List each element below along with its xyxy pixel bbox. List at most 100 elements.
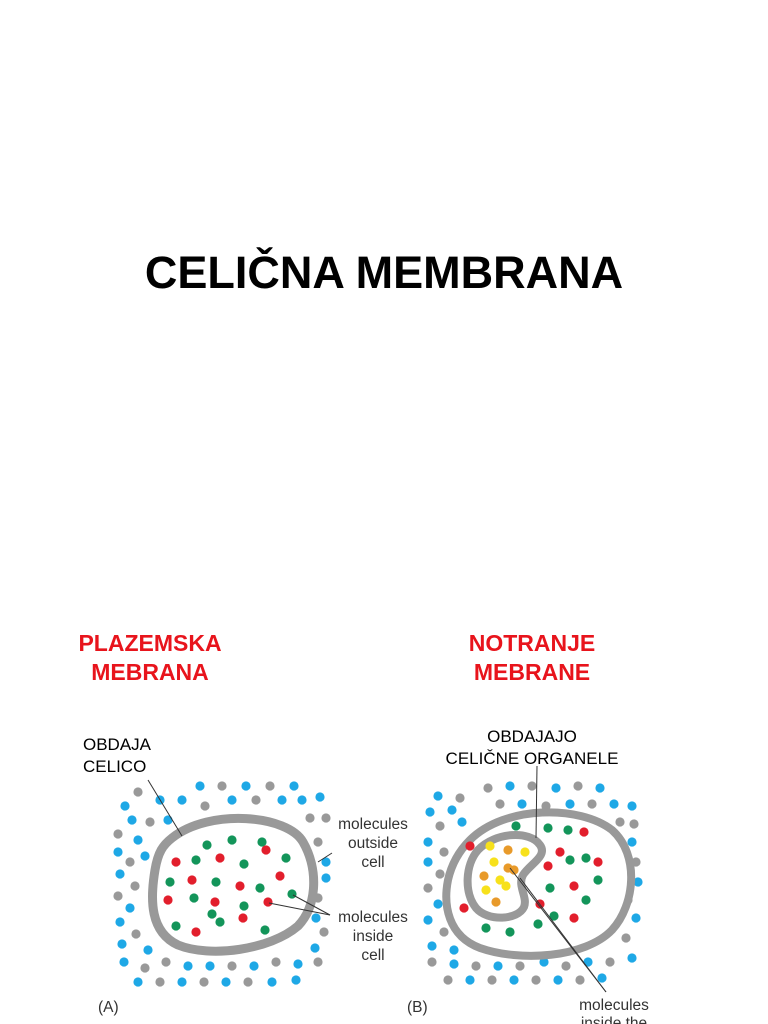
inside-molecule [191, 855, 201, 865]
outside-molecule [531, 975, 541, 985]
inside-the-label-line2: inside the [581, 1015, 647, 1024]
outside-molecule [265, 781, 275, 791]
panel-letter-a: (A) [98, 999, 119, 1016]
outside-molecule [125, 903, 135, 913]
outside-molecule [427, 941, 437, 951]
inside-molecule [235, 881, 245, 891]
outside-molecule [119, 957, 129, 967]
leader-line [519, 877, 607, 993]
inside-molecule [171, 857, 181, 867]
outside-molecule [487, 975, 497, 985]
organelle-molecule [520, 847, 530, 857]
inside-molecule [545, 883, 555, 893]
inside-label-line1: molecules [338, 909, 408, 926]
outside-molecule [587, 799, 597, 809]
inside-molecule [533, 919, 543, 929]
outside-molecule [505, 781, 515, 791]
inside-molecule [543, 823, 553, 833]
encloses-cell-note: OBDAJA CELICO [83, 734, 151, 778]
inside-molecule [549, 911, 559, 921]
outside-molecule [313, 837, 323, 847]
outside-molecule [427, 957, 437, 967]
panel-b: molecules inside the (B) [407, 765, 649, 1024]
note-line-1: OBDAJAJO [487, 727, 577, 746]
organelle-molecule [491, 897, 501, 907]
outside-molecule [561, 961, 571, 971]
outside-molecule [200, 801, 210, 811]
outside-molecule [217, 781, 227, 791]
inside-molecule [189, 893, 199, 903]
leader-line [292, 894, 331, 916]
outside-molecule [605, 957, 615, 967]
outside-molecule [221, 977, 231, 987]
outside-molecule [205, 961, 215, 971]
organelle-molecule [489, 857, 499, 867]
inside-molecule [239, 901, 249, 911]
outside-molecule [271, 957, 281, 967]
inside-label-line2: inside [353, 928, 394, 945]
outside-molecule [321, 873, 331, 883]
outside-label-line2: outside [348, 835, 398, 852]
outside-molecule [457, 817, 467, 827]
leader-line [535, 765, 538, 839]
inside-molecule [275, 871, 285, 881]
outside-molecule [443, 975, 453, 985]
outside-molecule [493, 961, 503, 971]
outside-molecule [140, 963, 150, 973]
outside-molecule [633, 877, 643, 887]
heading-line-1: NOTRANJE [468, 630, 596, 656]
organelle-molecule [481, 885, 491, 895]
inside-molecule [465, 841, 475, 851]
outside-molecule [117, 939, 127, 949]
outside-molecule [627, 801, 637, 811]
page-title: CELIČNA MEMBRANA [144, 247, 624, 298]
inside-molecule [260, 925, 270, 935]
outside-molecule [319, 927, 329, 937]
outside-molecule [161, 957, 171, 967]
outside-molecule [435, 821, 445, 831]
outside-molecule [289, 781, 299, 791]
inside-molecule [569, 881, 579, 891]
outside-molecule [115, 917, 125, 927]
inside-molecule [239, 859, 249, 869]
inside-molecule [579, 827, 589, 837]
panel-letter-b: (B) [407, 999, 428, 1016]
organelle-molecule [501, 881, 511, 891]
inside-molecule [163, 895, 173, 905]
outside-molecule [553, 975, 563, 985]
outside-molecule [595, 783, 605, 793]
outside-molecule [321, 813, 331, 823]
outside-molecule [183, 961, 193, 971]
outside-molecule [315, 792, 325, 802]
outside-molecule [267, 977, 277, 987]
outside-molecule [597, 973, 607, 983]
inside-molecule [555, 847, 565, 857]
outside-molecule [241, 781, 251, 791]
outside-molecule [177, 977, 187, 987]
outside-molecule [145, 817, 155, 827]
outside-molecule [449, 959, 459, 969]
outside-molecule [433, 899, 443, 909]
outside-molecule [539, 957, 549, 967]
outside-molecule [565, 799, 575, 809]
outside-molecule [495, 799, 505, 809]
inside-molecule [215, 853, 225, 863]
outside-molecule [455, 793, 465, 803]
outside-molecule [551, 783, 561, 793]
inside-molecule [191, 927, 201, 937]
inside-molecule [481, 923, 491, 933]
outside-molecule [313, 957, 323, 967]
outside-molecule [627, 953, 637, 963]
inside-molecule [459, 903, 469, 913]
outside-molecule [227, 961, 237, 971]
outside-molecule [277, 795, 287, 805]
outside-molecule [471, 961, 481, 971]
outside-molecule [177, 795, 187, 805]
outside-molecule [631, 913, 641, 923]
outside-molecule [291, 975, 301, 985]
outside-molecule [130, 881, 140, 891]
organelle-molecules [479, 841, 530, 907]
inside-molecule [263, 897, 273, 907]
note-line-2: CELICO [83, 757, 147, 776]
inside-molecule [593, 875, 603, 885]
